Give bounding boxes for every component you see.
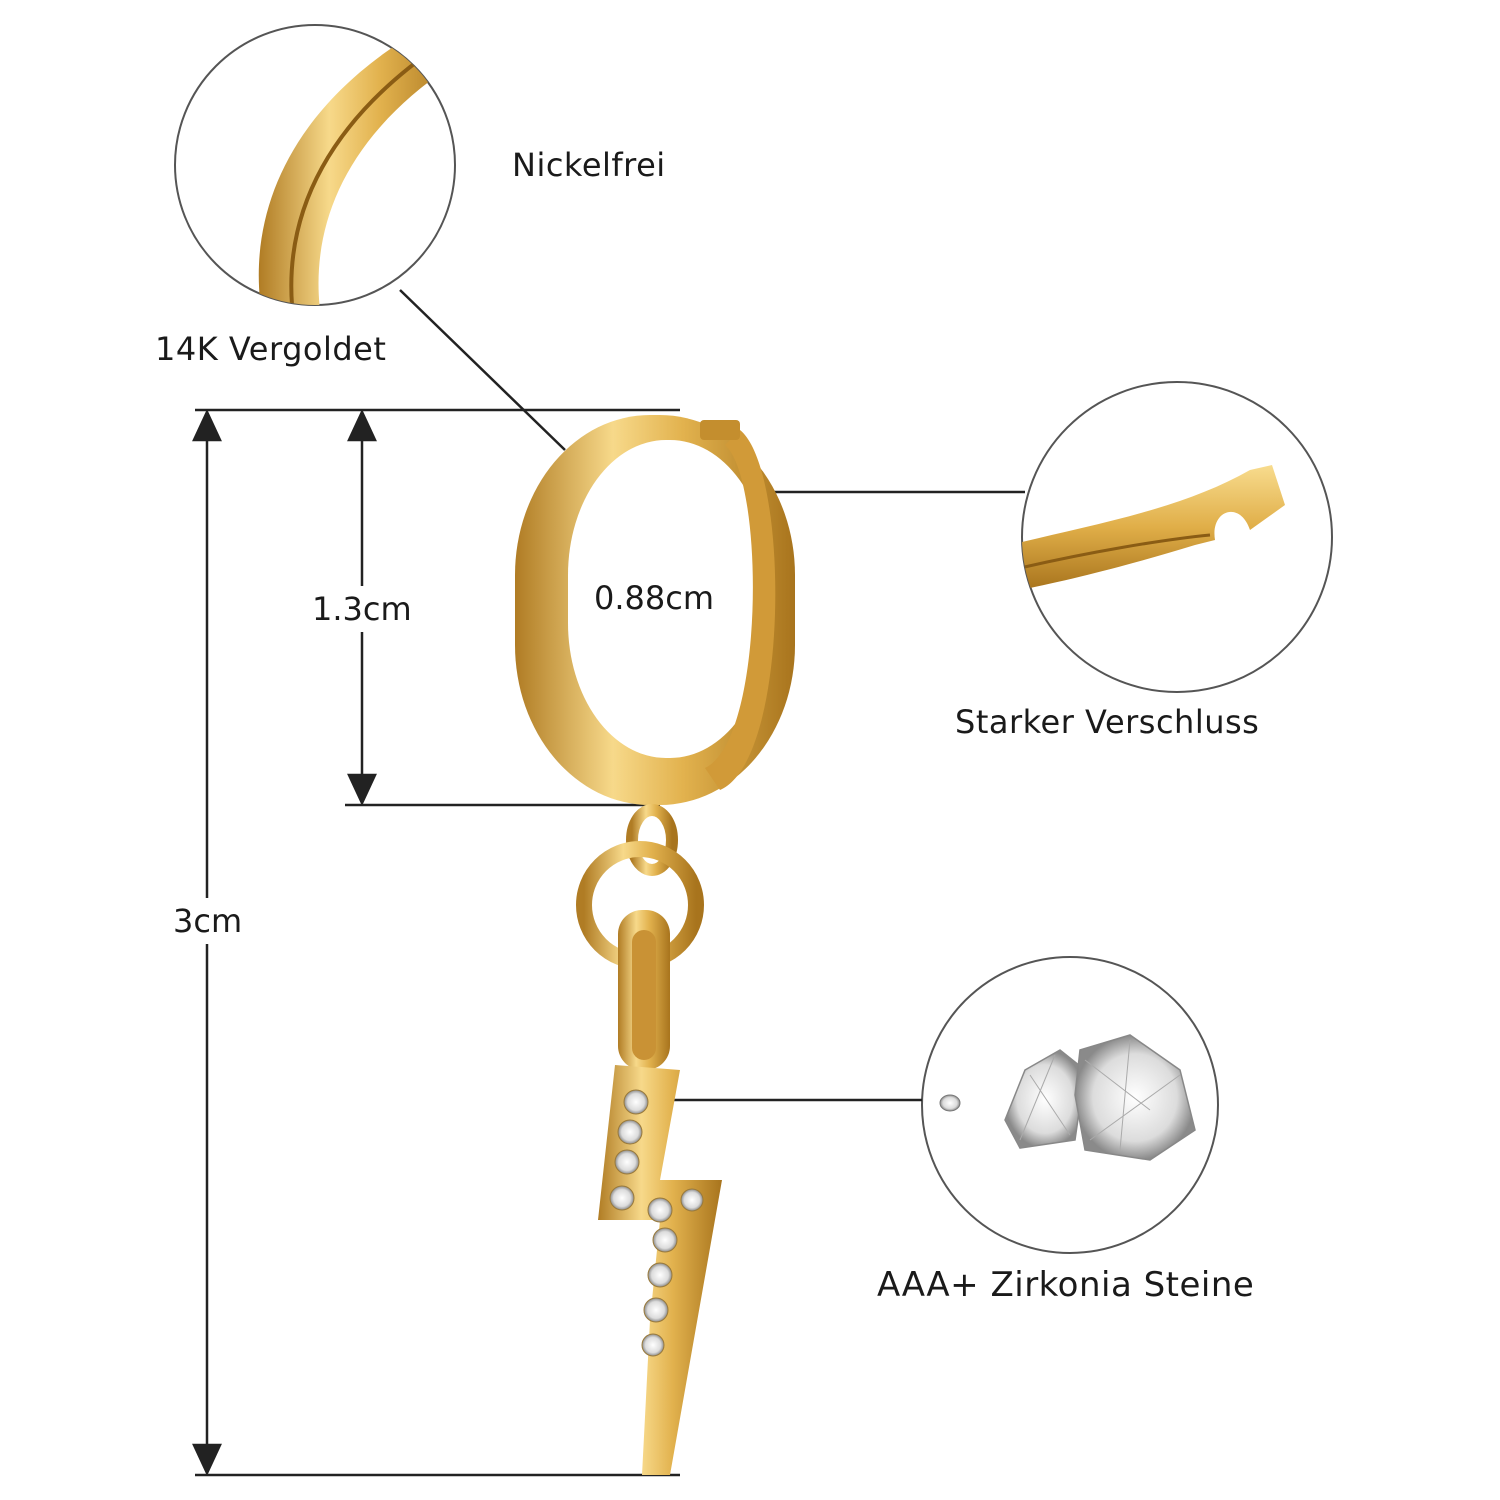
label-nickel-free: Nickelfrei — [512, 146, 666, 184]
dimension-hoop-outer: 1.3cm — [306, 586, 418, 632]
label-strong-clasp: Starker Verschluss — [955, 703, 1260, 741]
dimension-hoop-inner: 0.88cm — [588, 575, 721, 621]
label-gold-plated: 14K Vergoldet — [155, 330, 387, 368]
detail-circle-plating — [174, 24, 456, 306]
callout-line-plating — [399, 289, 566, 451]
dimension-total-length: 3cm — [167, 898, 249, 944]
detail-circle-clasp — [1021, 381, 1333, 693]
detail-circle-zirconia — [921, 956, 1219, 1254]
label-zirconia: AAA+ Zirkonia Steine — [877, 1265, 1255, 1305]
lightning-bolt-pendant — [598, 1065, 722, 1475]
connector-rings — [576, 804, 704, 1070]
